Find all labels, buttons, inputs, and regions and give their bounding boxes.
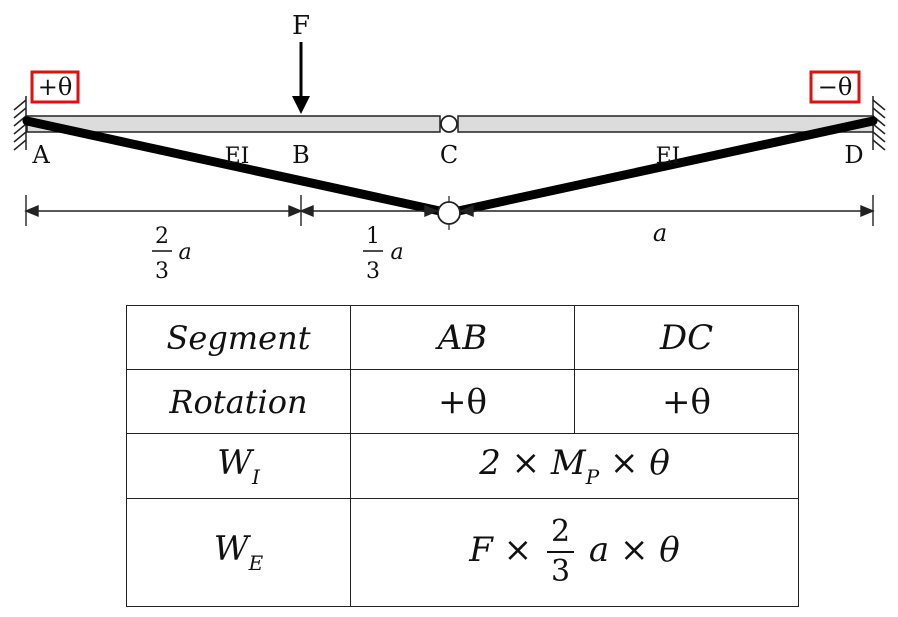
mechanism-line-left [22, 116, 454, 218]
svg-text:a: a [178, 240, 191, 265]
point-b-label: B [292, 141, 310, 169]
rotation-right-label: −θ [818, 73, 853, 101]
segment-header-cell: Segment [126, 304, 351, 371]
point-d-label: D [844, 141, 863, 169]
svg-text:2: 2 [155, 224, 169, 249]
rotation-dc-cell: +θ [574, 369, 799, 435]
dimension-line [24, 195, 875, 226]
point-a-label: A [31, 141, 50, 169]
load-label: F [292, 11, 310, 41]
deflected-hinge [437, 201, 461, 225]
virtual-work-table: Segment AB DC Rotation +θ +θ WI 2 × MP ×… [126, 304, 799, 608]
internal-work-label-cell: WI [126, 433, 351, 499]
dimension-label-bc: 1 3 a [363, 224, 404, 284]
svg-text:a: a [390, 240, 403, 265]
rotation-left-label: +θ [38, 73, 73, 101]
load-arrow-head [292, 96, 310, 114]
dimension-label-cd: a [653, 219, 667, 247]
beam-segment-right [457, 115, 874, 133]
segment-dc-cell: DC [574, 304, 799, 371]
external-work-label-cell: WE [126, 497, 351, 608]
point-c-label: C [440, 141, 458, 169]
fraction-two-thirds: 2 3 [546, 517, 575, 587]
external-work-expression-cell: F × 2 3 a × θ [350, 497, 799, 608]
stiffness-left-label: EI [225, 144, 250, 169]
stiffness-right-label: EI [656, 144, 681, 169]
rotation-box-right [809, 70, 861, 104]
rotation-header-cell: Rotation [126, 369, 351, 435]
hinge-c [440, 115, 458, 133]
internal-work-expression-cell: 2 × MP × θ [350, 433, 799, 499]
beam-mechanism-diagram: F +θ −θ A B C D EI EI 2 3 a 1 3 a a [13, 11, 886, 284]
rotation-ab-cell: +θ [350, 369, 575, 435]
svg-text:3: 3 [366, 259, 380, 284]
svg-text:3: 3 [155, 259, 169, 284]
mechanism-line-right [444, 116, 878, 218]
beam-segment-left [26, 115, 441, 133]
dimension-label-ab: 2 3 a [152, 224, 192, 284]
segment-ab-cell: AB [350, 304, 575, 371]
rotation-box-left [30, 70, 80, 104]
svg-text:1: 1 [366, 224, 380, 249]
